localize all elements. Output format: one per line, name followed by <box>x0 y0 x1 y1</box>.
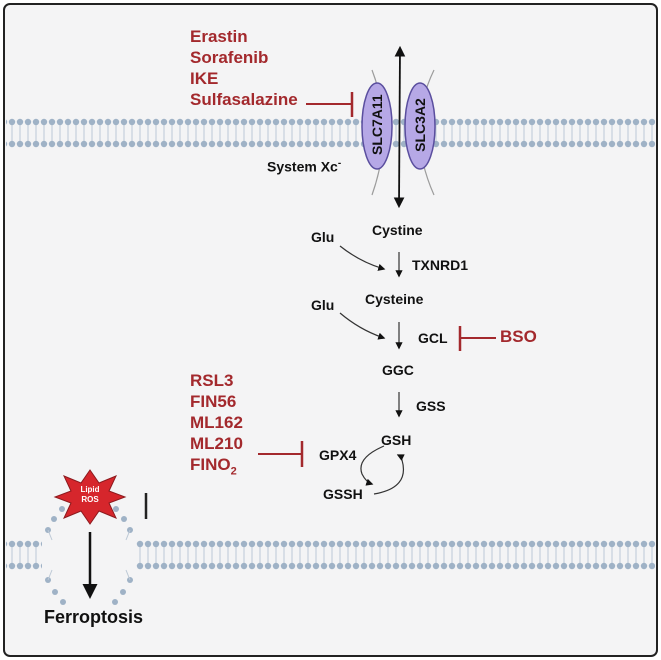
drug-sulfasalazine: Sulfasalazine <box>190 90 298 109</box>
drug-fin56: FIN56 <box>190 392 237 411</box>
drug-fino2: FINO2 <box>190 454 243 482</box>
membrane-pore-tails <box>47 529 131 581</box>
drug-ml210: ML210 <box>190 434 243 453</box>
slc7a11-label: SLC7A11 <box>369 94 385 155</box>
lipid-ros-label-line1: Lipid <box>80 485 100 494</box>
glu-label-1: Glu <box>311 229 335 245</box>
txnrd1-label: TXNRD1 <box>412 257 469 273</box>
slc7a11-protein <box>361 82 393 170</box>
glu-release-arrow-1 <box>339 245 386 271</box>
bso-label: BSO <box>500 327 537 346</box>
membrane-pore-dots <box>45 506 133 605</box>
gpx4-label: GPX4 <box>319 447 357 463</box>
drug-erastin: Erastin <box>190 27 248 46</box>
gpx4-inhibitor-list: RSL3 FIN56 ML162 ML210 FINO2 <box>190 370 243 482</box>
drug-sorafenib: Sorafenib <box>190 48 269 67</box>
cysteine-label: Cysteine <box>365 291 424 307</box>
fino-base: FINO <box>190 455 231 474</box>
system-xc-superscript: - <box>337 158 342 169</box>
gssh-label: GSSH <box>323 486 363 502</box>
ferroptosis-label: Ferroptosis <box>44 607 144 627</box>
gss-label: GSS <box>416 398 446 414</box>
fino-subscript: 2 <box>230 465 237 478</box>
drug-ml162: ML162 <box>190 413 243 432</box>
gcl-label: GCL <box>418 330 448 346</box>
system-xc-label: System Xc- <box>267 159 341 174</box>
gssh-to-gsh-arrow <box>373 454 405 495</box>
cystine-label: Cystine <box>372 222 423 238</box>
gsh-to-gssh-arrow <box>360 445 385 486</box>
glu-label-2: Glu <box>311 297 335 313</box>
transport-arrow <box>393 45 406 209</box>
plasma-membrane-bottom-right <box>136 540 655 570</box>
drug-ike: IKE <box>190 69 219 88</box>
glu-input-arrow-2 <box>339 312 386 340</box>
system-xc-inhibitor-list: Erastin Sorafenib IKE Sulfasalazine <box>190 26 298 110</box>
drug-rsl3: RSL3 <box>190 371 234 390</box>
lipid-ros-starburst <box>53 469 127 525</box>
plasma-membrane-top <box>6 118 655 148</box>
lipid-ros-label-line2: ROS <box>81 495 99 504</box>
plasma-membrane-bottom-left <box>6 540 42 570</box>
slc3a2-label: SLC3A2 <box>412 98 428 152</box>
gsh-label: GSH <box>381 432 412 448</box>
system-xc-text: System Xc <box>267 158 338 175</box>
ggc-label: GGC <box>382 362 414 378</box>
background-panel <box>3 3 658 657</box>
